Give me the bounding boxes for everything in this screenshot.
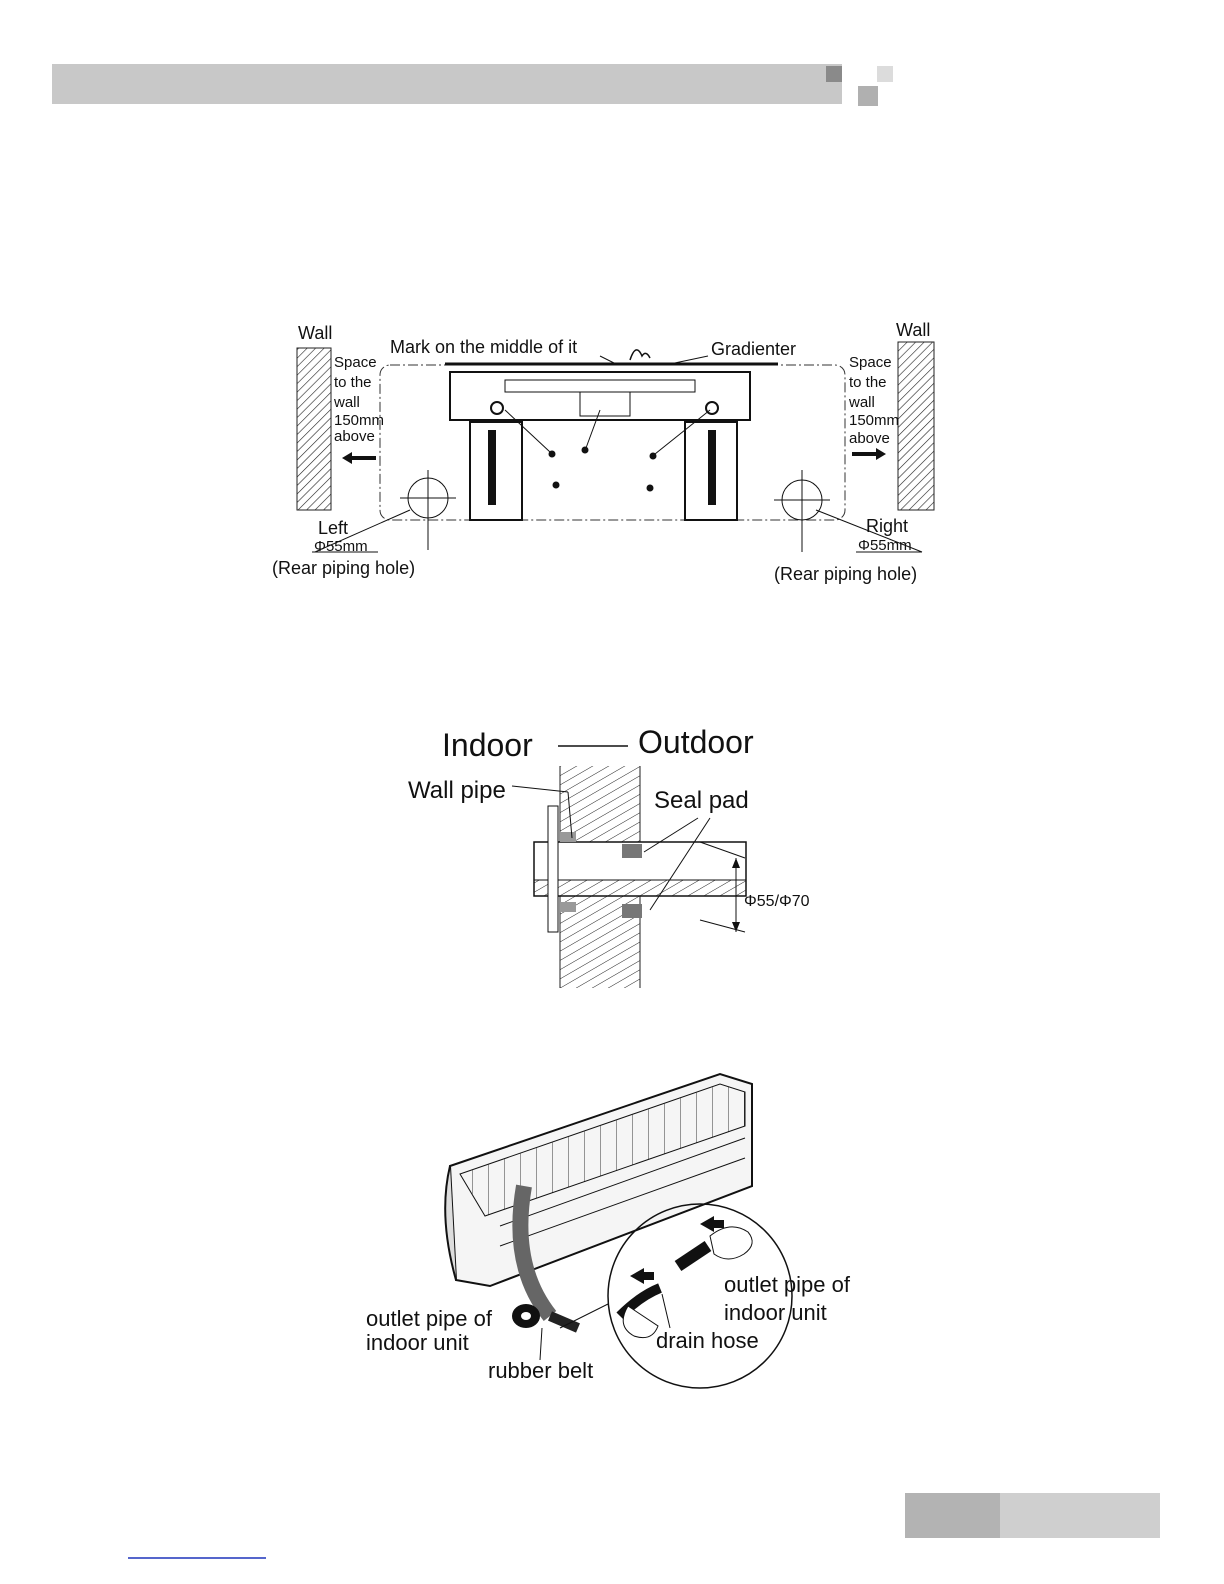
drain-hose-label: drain hose	[656, 1328, 759, 1353]
pipe-flange	[548, 806, 558, 932]
footer-bar-light	[1000, 1493, 1160, 1538]
left-label: Left	[318, 518, 348, 538]
space-right-line-4: 150mm	[849, 412, 899, 429]
header-bar	[52, 64, 842, 104]
space-right-line-1: Space	[849, 354, 892, 371]
wall-left-label: Wall	[298, 323, 332, 343]
hand-icon-left	[623, 1306, 658, 1338]
outdoor-label: Outdoor	[638, 724, 754, 760]
mounting-plate-diagram: Wall Wall Mark on the middle of it Gradi…	[260, 310, 960, 600]
left-diameter: Φ55mm	[314, 538, 368, 555]
space-right-line-5: above	[849, 430, 890, 447]
seal-pad-label: Seal pad	[654, 787, 749, 814]
push-arrow-icon	[630, 1268, 654, 1284]
wall-right-label: Wall	[896, 320, 930, 340]
footer-link-underline	[128, 1557, 266, 1559]
space-left-line-1: Space	[334, 354, 377, 371]
mark-label: Mark on the middle of it	[390, 337, 577, 357]
right-wall	[898, 342, 934, 510]
right-hole-label: (Rear piping hole)	[774, 564, 917, 584]
left-wall	[297, 348, 331, 510]
wall-pipe-label: Wall pipe	[408, 777, 506, 804]
outlet-pipe-detail	[678, 1246, 708, 1266]
outlet-right-line-2: indoor unit	[724, 1300, 827, 1325]
header-square-mid	[858, 86, 878, 106]
rubber-belt-label: rubber belt	[488, 1358, 593, 1383]
right-label: Right	[866, 516, 908, 536]
space-left-line-5: above	[334, 428, 375, 445]
outlet-left-line-1: outlet pipe of	[366, 1306, 493, 1331]
outlet-left-line-2: indoor unit	[366, 1330, 469, 1355]
wall-pipe-diagram: Indoor Outdoor Wall pipe Seal pad Φ55/Φ7…	[400, 720, 840, 1000]
space-right-line-3: wall	[848, 394, 875, 411]
space-right-text: Space to the wall 150mm above	[848, 354, 899, 447]
space-left-line-2: to the	[334, 374, 372, 391]
space-left-line-3: wall	[333, 394, 360, 411]
arrow-left-icon	[342, 452, 376, 464]
diameter-label: Φ55/Φ70	[744, 893, 810, 910]
left-hole-label: (Rear piping hole)	[272, 558, 415, 578]
footer-bar-dark	[905, 1493, 1000, 1538]
seal-pad-bottom	[622, 904, 642, 918]
arrow-right-icon	[852, 448, 886, 460]
gradienter-label: Gradienter	[711, 339, 796, 359]
seal-pad-top	[622, 844, 642, 858]
space-right-line-2: to the	[849, 374, 887, 391]
right-diameter: Φ55mm	[858, 537, 912, 554]
indoor-label: Indoor	[442, 727, 533, 763]
outlet-right-line-1: outlet pipe of	[724, 1272, 851, 1297]
header-square-light	[877, 66, 893, 82]
drain-hose-diagram: outlet pipe of indoor unit rubber belt o…	[360, 1066, 880, 1396]
hand-icon	[630, 350, 650, 360]
space-left-line-4: 150mm	[334, 412, 384, 429]
header-square-dark	[826, 66, 842, 82]
hand-icon-right	[710, 1227, 752, 1259]
space-left-text: Space to the wall 150mm above	[333, 354, 384, 445]
